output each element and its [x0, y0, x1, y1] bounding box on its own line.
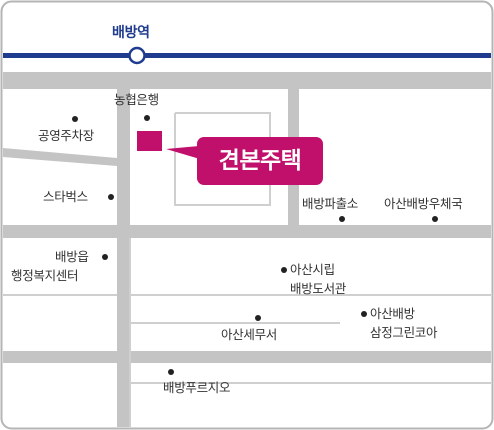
landmark-purgio: 배방푸르지오: [163, 380, 231, 395]
landmark-public-parking: 공영주차장: [38, 128, 95, 143]
station-label: 배방역: [112, 25, 150, 41]
landmark-dot: [255, 315, 261, 321]
landmark-post-office: 아산배방우체국: [384, 196, 463, 211]
landmark-dot: [339, 216, 345, 222]
landmark-dot: [72, 116, 78, 122]
landmark-community-center-line1: 배방읍: [55, 249, 89, 264]
landmark-dot: [168, 369, 174, 375]
road-middle: [3, 225, 491, 238]
road-upper: [3, 72, 491, 89]
landmark-greencoa-line1: 아산배방: [370, 306, 415, 321]
landmark-dot: [432, 216, 438, 222]
road-main-vertical: [117, 89, 130, 427]
landmark-community-center-line2: 행정복지센터: [11, 268, 79, 283]
landmark-police-box: 배방파출소: [302, 196, 359, 211]
landmark-nonghyup: 농협은행: [114, 92, 159, 107]
landmark-dot: [281, 267, 287, 273]
landmark-dot: [144, 115, 150, 121]
landmark-dot: [102, 254, 108, 260]
road-lower: [3, 351, 491, 363]
landmark-greencoa-line2: 삼정그린코아: [370, 325, 438, 340]
streets: [3, 112, 491, 427]
subway-line: [3, 53, 491, 58]
landmark-library-line1: 아산시립: [290, 262, 335, 277]
landmark-starbucks: 스타벅스: [43, 189, 88, 204]
landmark-dot: [108, 194, 114, 200]
block-outline: [174, 112, 271, 206]
landmark-tax-office: 아산세무서: [221, 327, 278, 342]
roads: [3, 72, 491, 427]
landmark-library-line2: 배방도서관: [290, 281, 347, 296]
station-marker: [128, 46, 146, 65]
landmark-dot: [361, 311, 367, 317]
target-marker: [137, 131, 162, 151]
target-callout: 견본주택: [197, 137, 323, 185]
road-diagonal: [3, 148, 117, 166]
